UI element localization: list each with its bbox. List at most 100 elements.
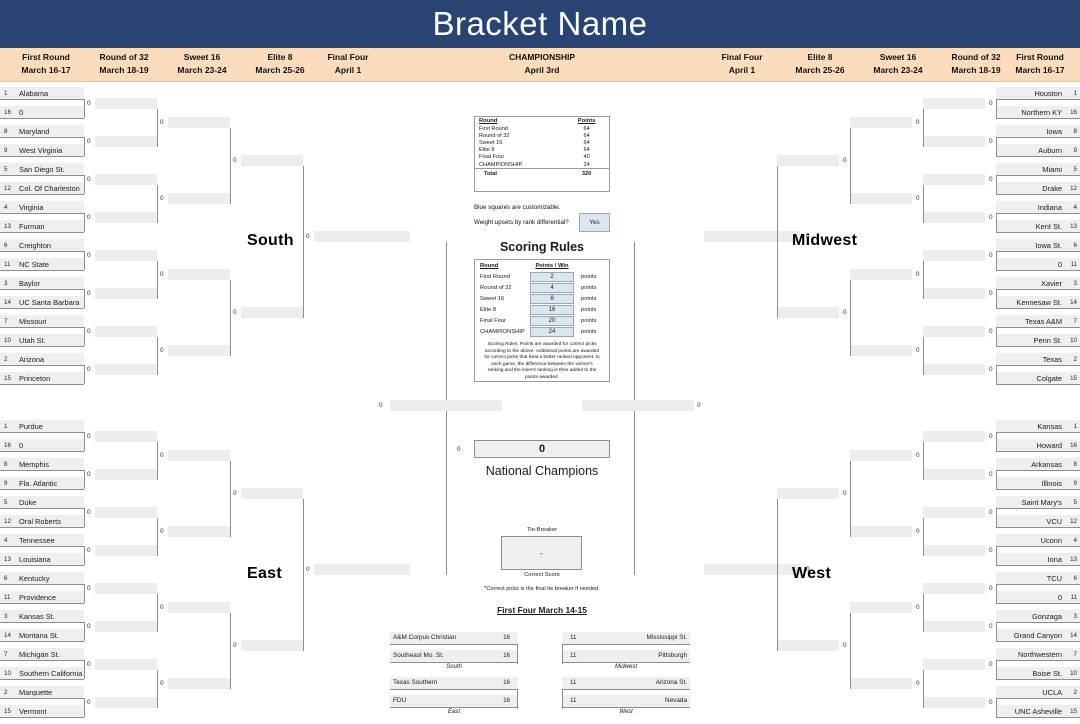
advance-box-west-r3-1[interactable] bbox=[850, 525, 912, 537]
advance-box-south-r2-2[interactable] bbox=[95, 173, 157, 185]
advance-box-west-r4-0[interactable] bbox=[777, 487, 839, 499]
advance-box-east-r3-0[interactable] bbox=[168, 449, 230, 461]
advance-box-west-r3-0[interactable] bbox=[850, 449, 912, 461]
scoring-row-value[interactable]: 24 bbox=[530, 326, 574, 337]
advance-box-west-r2-4[interactable] bbox=[923, 582, 985, 594]
advance-box-midwest-r2-7[interactable] bbox=[923, 363, 985, 375]
advance-box-east-r2-1[interactable] bbox=[95, 468, 157, 480]
advance-box-west-r2-7[interactable] bbox=[923, 696, 985, 708]
scoring-row-value[interactable]: 4 bbox=[530, 282, 574, 293]
advance-box-east-r2-4[interactable] bbox=[95, 582, 157, 594]
advance-box-finalfour-right[interactable] bbox=[582, 400, 694, 411]
advance-box-south-r3-1[interactable] bbox=[168, 192, 230, 204]
advance-box-midwest-r5[interactable] bbox=[704, 230, 800, 242]
advance-box-west-r4-1[interactable] bbox=[777, 639, 839, 651]
advance-box-west-r2-1[interactable] bbox=[923, 468, 985, 480]
advance-box-midwest-r2-5[interactable] bbox=[923, 287, 985, 299]
advance-box-east-r3-2[interactable] bbox=[168, 601, 230, 613]
scoring-row-value[interactable]: 8 bbox=[530, 293, 574, 304]
advance-box-south-r2-7[interactable] bbox=[95, 363, 157, 375]
first-four-team-slot[interactable]: Southeast Mo. St.16 bbox=[390, 650, 518, 663]
advance-box-south-r3-0[interactable] bbox=[168, 116, 230, 128]
advance-box-west-r3-3[interactable] bbox=[850, 677, 912, 689]
advance-box-west-r5[interactable] bbox=[704, 563, 800, 575]
scoring-row-value[interactable]: 2 bbox=[530, 271, 574, 282]
weight-upsets-dropdown[interactable]: Yes bbox=[579, 213, 610, 232]
advance-box-east-r2-3[interactable] bbox=[95, 544, 157, 556]
advance-box-east-r2-0[interactable] bbox=[95, 430, 157, 442]
advance-box-south-r5[interactable] bbox=[314, 230, 410, 242]
advance-box-midwest-r2-1[interactable] bbox=[923, 135, 985, 147]
advance-box-west-r2-5[interactable] bbox=[923, 620, 985, 632]
advance-box-east-r3-3[interactable] bbox=[168, 677, 230, 689]
advance-box-midwest-r2-6[interactable] bbox=[923, 325, 985, 337]
advance-box-east-r2-5[interactable] bbox=[95, 620, 157, 632]
advance-box-west-r2-6[interactable] bbox=[923, 658, 985, 670]
advance-box-midwest-r2-0[interactable] bbox=[923, 97, 985, 109]
advance-box-south-r2-6[interactable] bbox=[95, 325, 157, 337]
advance-box-west-r2-3[interactable] bbox=[923, 544, 985, 556]
first-four-team-slot[interactable]: Mississippi St.11 bbox=[562, 632, 690, 645]
advance-box-east-r4-1[interactable] bbox=[241, 639, 303, 651]
advance-box-midwest-r2-2[interactable] bbox=[923, 173, 985, 185]
tiebreaker-input[interactable]: - bbox=[501, 536, 582, 570]
advance-box-south-r3-2[interactable] bbox=[168, 268, 230, 280]
advance-box-midwest-r3-2[interactable] bbox=[850, 268, 912, 280]
advance-box-west-r3-2[interactable] bbox=[850, 601, 912, 613]
advance-box-midwest-r3-1[interactable] bbox=[850, 192, 912, 204]
advance-box-south-r2-3[interactable] bbox=[95, 211, 157, 223]
advance-box-west-r2-2[interactable] bbox=[923, 506, 985, 518]
advance-box-south-r4-0[interactable] bbox=[241, 154, 303, 166]
